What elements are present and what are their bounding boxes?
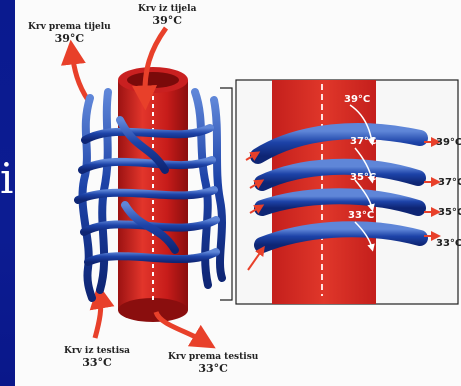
inflow-arrow-bottom <box>95 296 101 338</box>
outflow-arrow-top <box>72 52 88 100</box>
zoom-outlet-temp-3: 35°C <box>438 207 461 218</box>
zoom-inner-temp-4: 33°C <box>348 210 374 221</box>
label-blood-to-testis-temp: 33°C <box>168 363 258 374</box>
zoom-inner-temp-2: 37°C <box>350 136 376 147</box>
zoom-panel <box>236 80 458 304</box>
label-blood-to-body-temp: 39°C <box>28 33 111 44</box>
zoom-outlet-temp-4: 33°C <box>436 238 461 249</box>
label-blood-from-body: Krv iz tijela 39°C <box>138 4 196 26</box>
label-blood-to-body: Krv prema tijelu 39°C <box>28 22 111 44</box>
zoom-outlet-temp-2: 37°C <box>438 177 461 188</box>
zoom-inner-temp-3: 35°C <box>350 172 376 183</box>
label-blood-from-testis: Krv iz testisa 33°C <box>64 346 130 368</box>
label-blood-from-body-temp: 39°C <box>138 15 196 26</box>
label-blood-from-testis-temp: 33°C <box>64 357 130 368</box>
label-blood-to-testis: Krv prema testisu 33°C <box>168 352 258 374</box>
zoom-inner-temp-1: 39°C <box>344 94 370 105</box>
zoom-outlet-temp-1: 39°C <box>436 137 461 148</box>
